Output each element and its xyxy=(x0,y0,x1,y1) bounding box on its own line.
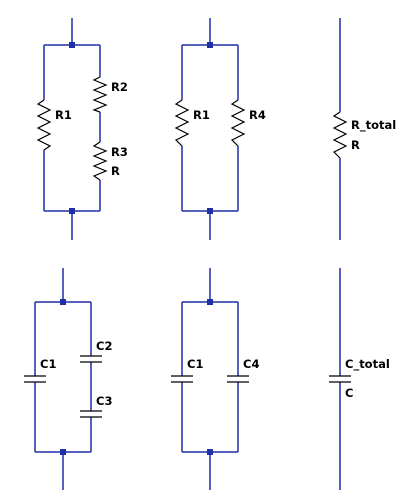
junction-node xyxy=(207,449,213,455)
label-r4: R4 xyxy=(249,108,266,122)
label-c2: C2 xyxy=(96,339,112,353)
label-r1: R1 xyxy=(55,108,72,122)
label-r: R xyxy=(111,164,120,178)
resistor-r1 xyxy=(36,99,52,151)
label-r3: R3 xyxy=(111,145,128,159)
junction-node xyxy=(207,299,213,305)
capacitor-c3 xyxy=(80,410,102,418)
junction-node xyxy=(69,208,75,214)
label-c4: C4 xyxy=(243,357,259,371)
resistor-r-total xyxy=(332,111,348,159)
label-r: R xyxy=(351,138,360,152)
capacitor-c2 xyxy=(80,355,102,363)
label-r2: R2 xyxy=(111,80,128,94)
label-r-total: R_total xyxy=(351,118,396,133)
junction-node xyxy=(207,42,213,48)
junction-node xyxy=(60,449,66,455)
equivalent-capacitor: C_total C xyxy=(329,268,390,490)
label-c-total: C_total xyxy=(345,357,390,372)
junction-node xyxy=(60,299,66,305)
capacitor-c1 xyxy=(24,375,46,383)
resistor-r1 xyxy=(174,99,190,147)
capacitor-network-c1-c2-c3: C1 C2 C3 xyxy=(24,268,112,490)
resistor-network-r1-r2-r3: R1 R2 R3 R xyxy=(36,18,128,240)
label-c1: C1 xyxy=(187,357,203,371)
wire xyxy=(181,18,239,240)
capacitor-c4 xyxy=(227,375,249,383)
junction-node xyxy=(207,208,213,214)
equivalent-resistor: R_total R xyxy=(332,18,396,240)
resistor-network-r1-r4: R1 R4 xyxy=(174,18,266,240)
capacitor-c1 xyxy=(171,375,193,383)
label-c1: C1 xyxy=(40,357,56,371)
resistor-r2 xyxy=(92,76,108,113)
resistor-r4 xyxy=(230,99,246,147)
resistor-r3 xyxy=(92,141,108,181)
wire xyxy=(43,18,101,240)
junction-node xyxy=(69,42,75,48)
capacitor-c-total xyxy=(329,375,351,383)
label-c3: C3 xyxy=(96,394,112,408)
label-c: C xyxy=(345,386,353,400)
label-r1: R1 xyxy=(193,108,210,122)
capacitor-network-c1-c4: C1 C4 xyxy=(171,268,259,490)
